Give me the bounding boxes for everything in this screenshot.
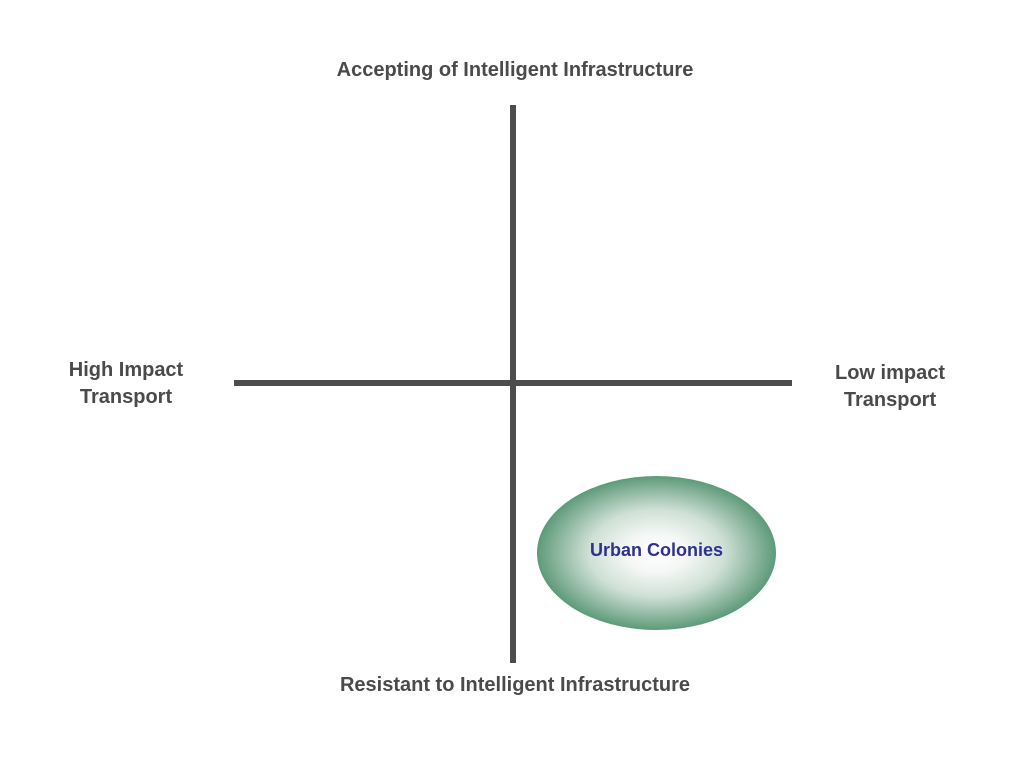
left-axis-label: High Impact Transport	[40, 357, 212, 411]
top-axis-label: Accepting of Intelligent Infrastructure	[336, 59, 694, 81]
horizontal-axis	[234, 380, 792, 386]
bottom-axis-label: Resistant to Intelligent Infrastructure	[339, 674, 691, 696]
right-axis-label: Low impact Transport	[800, 360, 980, 414]
left-axis-label-line2: Transport	[79, 386, 173, 408]
left-axis-label-line1: High Impact	[68, 359, 184, 381]
urban-colonies-region: Urban Colonies	[537, 476, 776, 630]
urban-colonies-label: Urban Colonies	[589, 540, 723, 560]
right-axis-label-line1: Low impact	[834, 362, 945, 384]
right-axis-label-line2: Transport	[843, 389, 937, 411]
